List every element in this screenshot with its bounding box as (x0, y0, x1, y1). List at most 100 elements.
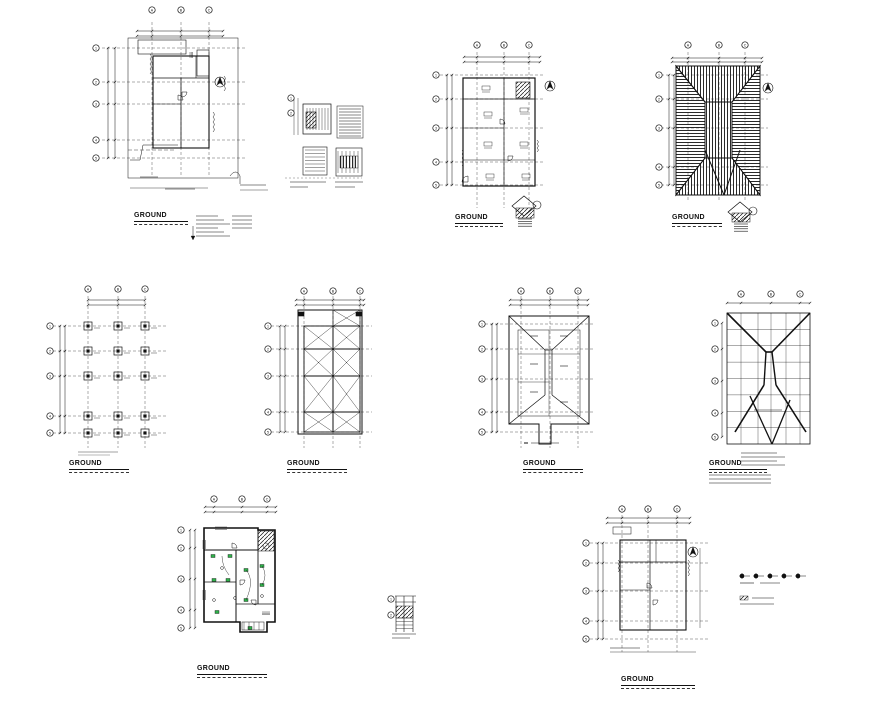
legend-symbol-icon (753, 573, 764, 579)
grid-bubble-icon: 3 (655, 124, 663, 132)
grid-bubble-icon: A (737, 290, 745, 298)
grid-bubble-icon: 5 (177, 624, 185, 632)
grid-bubble-icon: 2 (711, 345, 719, 353)
switch-icon (212, 598, 216, 602)
grid-bubble-icon: 1 (711, 319, 719, 327)
grid-bubble-label: 2 (390, 613, 392, 617)
grid-bubble-label: B (117, 287, 120, 291)
view-section-detail: 12 (387, 595, 416, 639)
grid-bubble-icon: 3 (711, 377, 719, 385)
caption-underline (287, 469, 347, 470)
grid-bubble-icon: B (177, 6, 185, 14)
grid-bubble-label: A (687, 43, 690, 47)
grid-bubble-icon: 4 (582, 617, 590, 625)
grid-bubble-icon: 5 (264, 428, 272, 436)
grid-bubble-icon: A (473, 41, 481, 49)
grid-bubble-label: C (266, 497, 269, 501)
north-arrow-icon (687, 546, 699, 558)
column-footing-icon (140, 428, 157, 438)
shrub-icon (461, 149, 464, 167)
grid-bubble-icon: A (148, 6, 156, 14)
grid-bubble-icon: 5 (655, 181, 663, 189)
grid-bubble-icon: 3 (478, 375, 486, 383)
caption-underline (455, 223, 503, 224)
grid-bubble-icon: 3 (582, 587, 590, 595)
grid-bubble-label: A (303, 289, 306, 293)
column-footing-icon (113, 411, 130, 421)
grid-bubble-label: B (241, 497, 244, 501)
grid-bubble-icon: 2 (655, 95, 663, 103)
grid-bubble-icon: 1 (432, 71, 440, 79)
grid-bubble-icon: C (574, 287, 582, 295)
grid-bubble-icon: 2 (287, 109, 295, 117)
grid-bubble-label: C (676, 507, 679, 511)
window-icon (202, 540, 206, 549)
grid-bubble-label: 2 (267, 347, 269, 351)
entry-stair-icon (727, 201, 758, 232)
grid-bubble-icon: A (517, 287, 525, 295)
scale-bar (69, 472, 129, 473)
light-fixture-icon (225, 578, 231, 582)
grid-bubble-icon: B (500, 41, 508, 49)
grid-bubble-label: 5 (49, 431, 51, 435)
grid-bubble-label: 1 (95, 46, 97, 50)
caption-underline (69, 469, 129, 470)
column-footing-icon (140, 371, 157, 381)
grid-bubble-label: 4 (585, 619, 587, 623)
grid-bubble-icon: A (618, 505, 626, 513)
grid-bubble-icon: 3 (92, 100, 100, 108)
grid-bubble-icon: A (300, 287, 308, 295)
grid-bubble-icon: 2 (387, 611, 395, 619)
caption-underline (134, 221, 188, 222)
grid-bubble-icon: 1 (655, 71, 663, 79)
grid-bubble-label: C (528, 43, 531, 47)
grid-bubble-label: B (332, 289, 335, 293)
grid-bubble-icon: A (684, 41, 692, 49)
light-fixture-icon (214, 610, 220, 614)
grid-bubble-label: B (770, 292, 773, 296)
grid-bubble-label: 1 (390, 597, 392, 601)
door-swing-icon (652, 599, 659, 606)
grid-bubble-icon: 4 (478, 408, 486, 416)
grid-bubble-icon: 4 (655, 163, 663, 171)
grid-bubble-label: C (744, 43, 747, 47)
view-caption-roof-outline: GROUND (523, 460, 556, 467)
grid-bubble-label: 5 (714, 435, 716, 439)
view-caption-roof-framing: GROUND (709, 460, 742, 467)
grid-bubble-icon: 5 (432, 181, 440, 189)
door-swing-icon (646, 582, 653, 589)
grid-bubble-label: 1 (49, 324, 51, 328)
grid-bubble-label: 3 (95, 102, 97, 106)
grid-bubble-label: 1 (658, 73, 660, 77)
grid-bubble-icon: 4 (46, 412, 54, 420)
grid-bubble-icon: 1 (46, 322, 54, 330)
grid-bubble-icon: 4 (264, 408, 272, 416)
grid-bubble-label: 2 (435, 97, 437, 101)
view-caption-electrical-plan: GROUND (197, 665, 230, 672)
grid-bubble-label: A (621, 507, 624, 511)
grid-bubble-label: 2 (658, 97, 660, 101)
door-swing-icon (177, 94, 184, 101)
grid-bubble-label: 1 (180, 528, 182, 532)
grid-bubble-icon: 5 (711, 433, 719, 441)
grid-bubble-label: 1 (267, 324, 269, 328)
grid-bubble-label: A (520, 289, 523, 293)
grid-bubble-label: 2 (714, 347, 716, 351)
grid-bubble-label: 5 (95, 156, 97, 160)
grid-bubble-icon: C (741, 41, 749, 49)
column-footing-icon (83, 411, 100, 421)
legend-symbol-icon (781, 573, 792, 579)
grid-bubble-icon: 1 (387, 595, 395, 603)
view-caption-floor-plan-dimensioned: GROUND (455, 214, 488, 221)
grid-bubble-label: B (180, 8, 183, 12)
column-footing-icon (140, 346, 157, 356)
grid-bubble-label: 5 (180, 626, 182, 630)
column-footing-icon (83, 321, 100, 331)
grid-bubble-label: 1 (481, 322, 483, 326)
